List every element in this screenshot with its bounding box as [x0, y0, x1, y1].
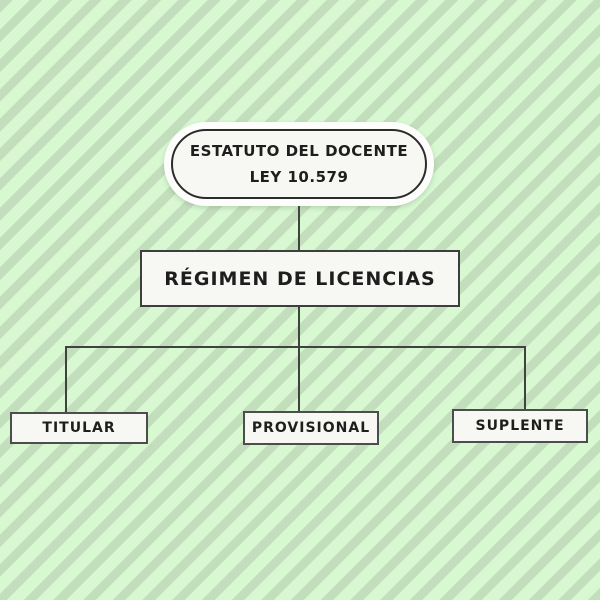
- connector-drop-suplente: [524, 346, 526, 409]
- connector-drop-provisional: [298, 346, 300, 411]
- root-node-glow: ESTATUTO DEL DOCENTE LEY 10.579: [164, 122, 434, 206]
- connector-level2-stem: [298, 307, 300, 347]
- connector-drop-titular: [65, 346, 67, 412]
- connector-branch-horizontal: [65, 346, 525, 348]
- connector-root-to-level2: [298, 206, 300, 250]
- root-node: ESTATUTO DEL DOCENTE LEY 10.579: [171, 129, 427, 199]
- leaf-node-suplente: SUPLENTE: [452, 409, 588, 443]
- root-node-title-line1: ESTATUTO DEL DOCENTE: [189, 142, 409, 160]
- root-node-title-line2: LEY 10.579: [249, 168, 349, 186]
- level2-node: RÉGIMEN DE LICENCIAS: [140, 250, 460, 307]
- leaf-node-titular: TITULAR: [10, 412, 148, 444]
- leaf-node-provisional: PROVISIONAL: [243, 411, 379, 445]
